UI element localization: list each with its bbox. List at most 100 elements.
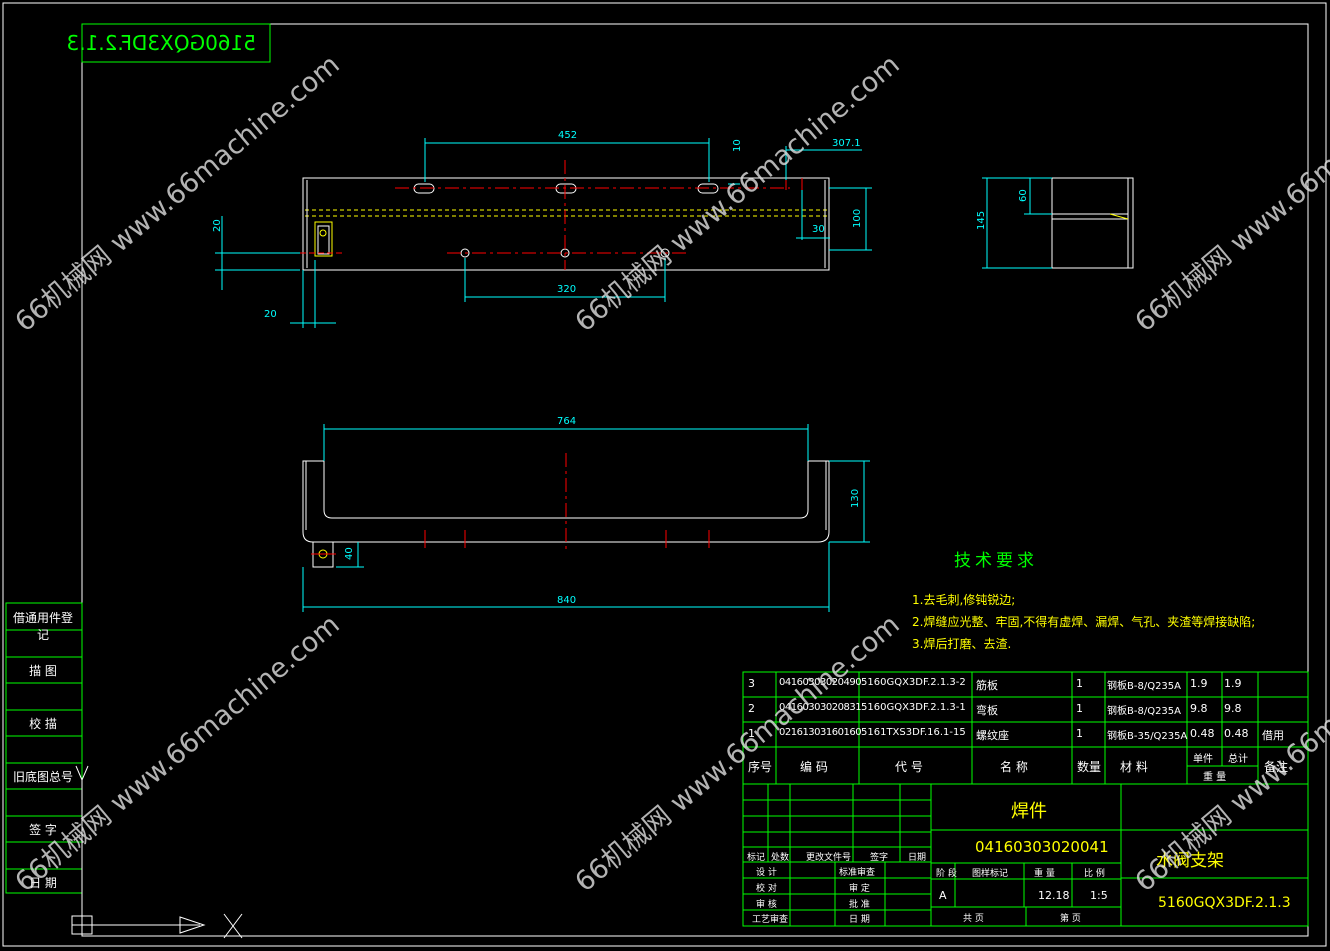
label-change-doc: 更改文件号 — [806, 853, 852, 863]
bom-no: 3 — [748, 677, 755, 690]
dim-10: 10 — [732, 139, 743, 152]
label-check: 校 对 — [756, 884, 777, 894]
mirrored-drawing-code: 5160GQX3DF.2.1.3 — [66, 31, 256, 55]
inner-frame — [81, 23, 1309, 937]
label-std: 标准审查 — [839, 868, 876, 878]
part-name: 水阀支架 — [1156, 851, 1224, 871]
side-table — [5, 602, 83, 894]
bom-ref: 5161TXS3DF.16.1-15 — [861, 727, 966, 738]
bom-qty: 1 — [1076, 727, 1083, 740]
dim-145: 145 — [976, 211, 987, 230]
dim-840: 840 — [557, 595, 576, 606]
tech-req-item-1: 1.去毛刺,修钝锐边; — [912, 593, 1016, 607]
front-view-centerlines — [311, 453, 710, 555]
label-page: 第 页 — [1060, 914, 1081, 924]
side-view-dimensions — [982, 177, 1052, 269]
weight-value: 12.18 — [1038, 889, 1070, 902]
bom-unit-weight: 1.9 — [1190, 677, 1208, 690]
bom-name: 弯板 — [976, 704, 998, 717]
label-mark: 标记 — [747, 853, 766, 863]
bom-material: 钢板B-8/Q235A — [1107, 681, 1181, 692]
dim-20-vertical: 20 — [212, 219, 223, 232]
label-total-pages: 共 页 — [963, 914, 984, 924]
scale-value: 1:5 — [1090, 889, 1108, 902]
label-count: 处数 — [771, 853, 790, 863]
bom-name: 筋板 — [976, 679, 998, 692]
label-design: 设 计 — [756, 868, 777, 878]
dim-100: 100 — [852, 209, 863, 228]
stage-value: A — [939, 889, 947, 902]
bom-header-remark: 备注 — [1264, 760, 1289, 774]
bom-header-weight: 重 量 — [1203, 772, 1227, 783]
bom-total-weight: 1.9 — [1224, 677, 1242, 690]
label-audit: 审 定 — [849, 884, 870, 894]
bom-header-total: 总计 — [1228, 754, 1248, 765]
label-weight: 重 量 — [1034, 869, 1055, 879]
side-label-trace-check: 校 描 — [29, 717, 57, 731]
bom-remark: 借用 — [1262, 729, 1284, 742]
front-view-dimensions — [302, 424, 870, 612]
bom-no: 1 — [748, 727, 755, 740]
dim-40: 40 — [344, 547, 355, 560]
bom-header-ref: 代 号 — [895, 760, 923, 774]
bom-header-unit: 单件 — [1193, 754, 1213, 765]
dim-307-1: 307.1 — [832, 138, 861, 149]
side-view-dim-texts: 145 60 — [976, 189, 1029, 230]
bom-header-no: 序号 — [748, 760, 773, 774]
tech-requirements-title: 技术要求 — [954, 551, 1038, 571]
bom-ref: 5160GQX3DF.2.1.3-2 — [861, 677, 966, 688]
label-stage: 阶 段 — [936, 869, 957, 879]
dim-452: 452 — [558, 130, 577, 141]
bom-no: 2 — [748, 702, 755, 715]
dim-130: 130 — [850, 489, 861, 508]
ucs-axis-icon — [71, 765, 243, 939]
bom-header-code: 编 码 — [800, 760, 828, 774]
drawing-number: 5160GQX3DF.2.1.3 — [1158, 895, 1291, 911]
label-sign: 签字 — [870, 853, 889, 863]
side-label-old-drawing-no: 旧底图总号 — [12, 770, 73, 784]
dim-30: 30 — [812, 224, 825, 235]
bom-unit-weight: 0.48 — [1190, 727, 1215, 740]
bom-code: 04160303020831 — [779, 702, 862, 713]
bom-total-weight: 0.48 — [1224, 727, 1249, 740]
bom-header-material: 材 料 — [1120, 760, 1148, 774]
label-date2: 日 期 — [849, 915, 870, 925]
bom-qty: 1 — [1076, 677, 1083, 690]
part-type: 焊件 — [1011, 801, 1047, 822]
label-approve: 批 准 — [849, 900, 870, 910]
bom-code: 02161303160160 — [779, 727, 862, 738]
bom-name: 螺纹座 — [976, 729, 1009, 742]
front-view-dim-texts: 764 840 130 40 — [344, 416, 861, 606]
side-label-date: 日 期 — [29, 876, 57, 890]
bom-ref: 5160GQX3DF.2.1.3-1 — [861, 702, 966, 713]
bom-header-name: 名 称 — [1000, 760, 1028, 774]
part-code: 04160303020041 — [975, 838, 1109, 856]
side-label-signature: 签 字 — [29, 823, 57, 837]
side-label-general-parts: 借通用件登记 — [12, 611, 73, 642]
bom-qty: 1 — [1076, 702, 1083, 715]
dim-20-horizontal: 20 — [264, 309, 277, 320]
top-view-dim-texts: 452 307.1 10 20 320 20 100 30 — [212, 130, 863, 320]
side-view — [1051, 177, 1134, 269]
tech-req-item-3: 3.焊后打磨、去渣. — [912, 637, 1012, 651]
bom-material: 钢板B-8/Q235A — [1107, 706, 1181, 717]
bom-unit-weight: 9.8 — [1190, 702, 1208, 715]
label-review: 审 核 — [756, 900, 777, 910]
bom-material: 钢板B-35/Q235A — [1107, 731, 1188, 742]
label-drawing-mark: 图样标记 — [972, 869, 1009, 879]
tech-req-item-2: 2.焊缝应光整、牢固,不得有虚焊、漏焊、气孔、夹渣等焊接缺陷; — [912, 615, 1256, 629]
bom-code: 04160303020490 — [779, 677, 862, 688]
mirrored-code-box — [81, 23, 271, 63]
bom-header-qty: 数量 — [1077, 760, 1102, 774]
bom-total-weight: 9.8 — [1224, 702, 1242, 715]
side-label-tracing: 描 图 — [29, 664, 57, 678]
dim-60: 60 — [1018, 189, 1029, 202]
label-date: 日期 — [908, 853, 927, 863]
label-process: 工艺审查 — [752, 915, 789, 925]
top-view-dimensions — [215, 138, 872, 328]
label-scale: 比 例 — [1084, 869, 1105, 879]
dim-320: 320 — [557, 284, 576, 295]
title-block-grid — [742, 783, 1309, 927]
